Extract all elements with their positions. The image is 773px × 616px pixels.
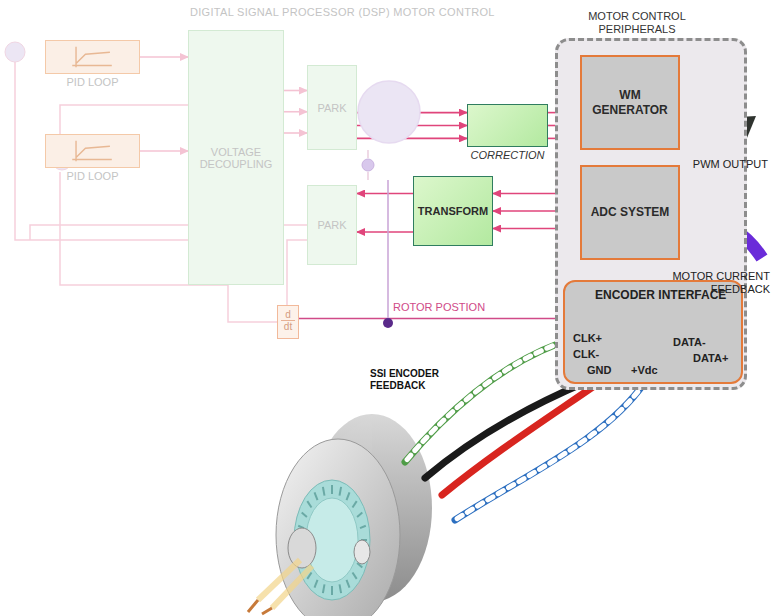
disk-tick [331,586,333,595]
disk-tick [302,513,307,518]
box-shape [45,134,140,168]
diagram-title: DIGITAL SIGNAL PROCESSOR (DSP) MOTOR CON… [190,6,495,18]
signal-connector [284,91,307,134]
disk-tick [323,584,325,593]
connector-line [357,231,413,233]
connector-label: ROTOR POSTION [391,301,487,313]
box-shape [467,104,548,147]
disk-tick [347,580,350,588]
box-label: TRANSFORM [418,205,488,217]
disk-tick [323,487,325,496]
adc-block: ADC SYSTEM [580,165,680,260]
box-label: VOLTAGE DECOUPLING [189,146,283,170]
signal-connector [140,57,188,58]
connector-line [299,318,563,320]
connector-line [284,111,307,113]
pin-name: +Vdc [631,364,658,376]
fraction-part: dt [278,321,298,332]
disk-tick [347,492,350,500]
callout-label: SSI ENCODER FEEDBACK [370,368,466,392]
disk-tick [353,573,357,579]
connector-line [284,90,307,92]
disk-tick [315,580,318,588]
fraction-part: d [281,309,295,321]
box-label: PARK [317,219,346,231]
group-heading: MOTOR CONTROL PERIPHERALS [567,10,707,36]
callout-label: PWM OUTPUT [688,158,768,171]
correction-block: CORRECTION [467,104,548,165]
response-icon [46,135,139,167]
box-shape [45,40,140,74]
box-label: WM GENERATOR [586,88,674,118]
box-caption: CORRECTION [437,149,578,161]
transform-block: TRANSFORM [413,176,493,246]
disk-tick [307,501,311,507]
signal-connector [357,194,413,233]
pid-block: PID LOOP [45,40,140,92]
derivative-block: ddt [277,305,299,339]
disk-tick [340,584,342,593]
disk-tick [360,526,366,528]
box-caption: PID LOOP [15,170,170,182]
peripheral-group: MOTOR CONTROL PERIPHERALS WM GENERATOR ADC… [555,10,747,390]
pwm-generator-block: WM GENERATOR [580,55,680,150]
response-icon [46,41,139,73]
connector-line [284,132,307,134]
disk-tick [353,501,357,507]
pin-name: CLK+ [573,332,602,344]
connector-line [140,150,188,152]
box-label: PARK [317,102,346,114]
signal-connector [299,318,563,319]
park-block: PARK [307,65,357,150]
park-block: PARK [307,185,357,265]
decoupling-block: VOLTAGE DECOUPLING [188,30,284,285]
disk-tick [315,492,318,500]
pid-block: PID LOOP [45,134,140,186]
encoder-interface-block: ENCODER INTERFACECLK+CLK-GND+VdcDATA-DAT… [563,280,743,384]
signal-connector [140,151,188,152]
box-label: ADC SYSTEM [591,205,670,220]
disk-tick [357,513,362,518]
connector-line [357,193,413,195]
disk-tick [340,487,342,496]
pin-name: DATA- [673,336,706,348]
pin-name: GND [587,364,611,376]
disk-tick [331,485,333,494]
pin-name: DATA+ [693,352,728,364]
connector-line [140,56,188,58]
pin-name: CLK- [573,348,599,360]
box-caption: PID LOOP [15,76,170,88]
callout-label: MOTOR CURRENT FEEDBACK [672,270,770,296]
